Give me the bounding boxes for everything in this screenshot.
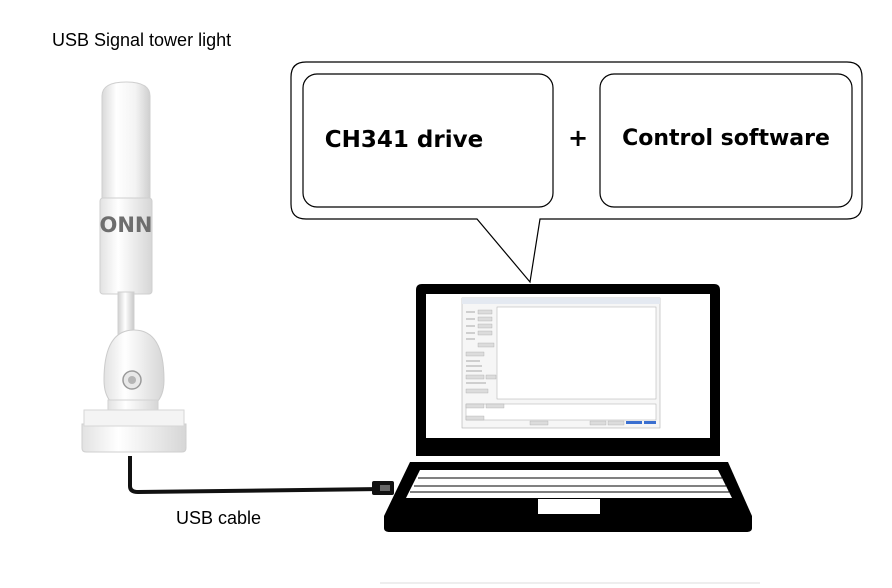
ch341-drive-box [302,73,554,208]
laptop-bottom-edge [384,516,752,532]
tower-base [81,423,187,453]
laptop [380,284,760,584]
control-software-text: Control software [622,126,830,151]
tower-lens [101,81,151,201]
tower-pole [117,291,135,335]
device-label: USB Signal tower light [52,30,232,50]
plus-sign: + [568,124,588,152]
ch341-drive-text: CH341 drive [325,127,483,153]
tower-joint [103,329,165,411]
cable-label: USB cable [176,508,262,528]
laptop-touchpad [538,499,600,514]
software-window [461,297,661,429]
usb-cable [128,456,394,495]
callout-bubble: CH341 drive + Control software [290,61,863,284]
tower-brand: ONN [99,213,152,237]
signal-tower-light: ONN [81,81,187,453]
laptop-keyboard [406,470,732,498]
control-software-box [599,73,853,208]
